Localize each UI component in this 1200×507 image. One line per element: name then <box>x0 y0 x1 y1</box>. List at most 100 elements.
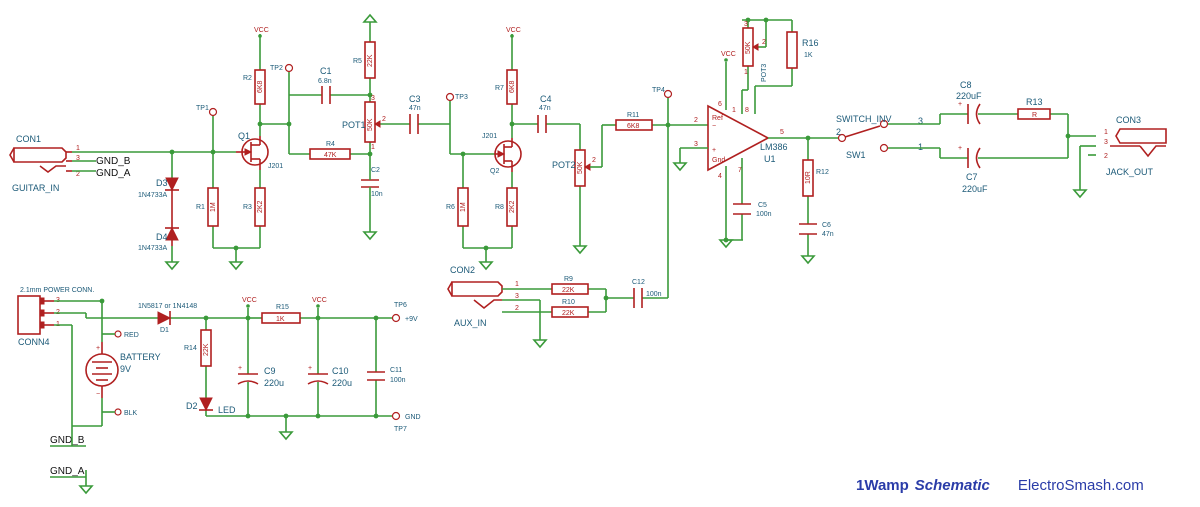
c1-value: 6.8n <box>318 78 332 85</box>
battery: + − BATTERY 9V RED BLK <box>85 330 161 417</box>
battery-blk: BLK <box>124 410 138 417</box>
r1-value: 1M <box>210 202 217 212</box>
ground-symbol <box>164 261 180 271</box>
tp4-label: TP4 <box>652 87 665 94</box>
c4-value: 47n <box>539 105 551 112</box>
potentiometer-pot3: 50K POT3 3 2 1 <box>742 21 768 82</box>
capacitor-c1: C1 6.8n <box>318 66 332 104</box>
conn4-connector: 2.1mm POWER CONN. CONN4 3 2 1 <box>17 287 94 347</box>
wires-q1 <box>259 34 370 248</box>
wires-stage2 <box>449 34 581 262</box>
svg-text:−: − <box>96 391 100 398</box>
c4-ref: C4 <box>540 94 552 104</box>
jfet-q1: Q1 J201 <box>236 131 283 170</box>
resistor-r1: 1M R1 <box>196 187 219 227</box>
d4-ref: D4 <box>156 232 168 242</box>
con3-ref: CON3 <box>1116 115 1141 125</box>
con1-name: GUITAR_IN <box>12 183 59 193</box>
u1-pin-2: 2 <box>694 117 698 124</box>
con3-pin-2: 2 <box>1104 153 1108 160</box>
ground-symbol <box>228 261 244 271</box>
r12-ref: R12 <box>816 169 829 176</box>
q1-ref: Q1 <box>238 131 250 141</box>
d2-value: LED <box>218 405 236 415</box>
svg-text:1: 1 <box>744 69 748 76</box>
r1-ref: R1 <box>196 204 205 211</box>
r13-ref: R13 <box>1026 97 1043 107</box>
resistor-r13: R R13 <box>1017 97 1051 120</box>
c6-ref: C6 <box>822 222 831 229</box>
ground-symbol <box>478 261 494 271</box>
svg-text:1: 1 <box>371 144 375 151</box>
tp1-label: TP1 <box>196 105 209 112</box>
resistor-r2: 6K8 R2 <box>243 69 266 105</box>
c10-ref: C10 <box>332 366 349 376</box>
c1-ref: C1 <box>320 66 332 76</box>
con2-pin-2: 2 <box>515 305 519 312</box>
resistor-r16: R16 1K <box>786 31 819 69</box>
r12-value: 10R <box>805 171 812 184</box>
resistor-r15: 1K R15 <box>261 304 301 324</box>
r13-value: R <box>1032 112 1037 119</box>
resistor-r5: 22K R5 <box>353 41 376 79</box>
c5-value: 100n <box>756 211 772 218</box>
battery-value: 9V <box>120 364 131 374</box>
capacitor-c6: C6 47n <box>799 222 834 238</box>
r3-ref: R3 <box>243 204 252 211</box>
wires-output <box>888 113 1096 190</box>
r10-ref: R10 <box>562 299 575 306</box>
pot1-ref: POT1 <box>342 120 366 130</box>
q2-value: J201 <box>482 133 497 140</box>
c11-ref: C11 <box>390 367 402 374</box>
capacitor-c5: C5 100n <box>733 202 772 218</box>
d3-value: 1N4733A <box>138 192 168 199</box>
con3-pin-1: 1 <box>1104 129 1108 136</box>
battery-red: RED <box>124 332 139 339</box>
net-label-gnd-b-2: GND_B <box>50 435 85 446</box>
led-d2: D2 LED <box>186 397 236 415</box>
c3-ref: C3 <box>409 94 421 104</box>
con2-name: AUX_IN <box>454 318 487 328</box>
svg-text:Gnd: Gnd <box>712 157 725 164</box>
ground-symbol <box>1072 189 1088 199</box>
r15-value: 1K <box>276 316 285 323</box>
capacitor-c12: C12 100n <box>632 279 662 308</box>
net-label-plus9v: +9V <box>405 316 418 323</box>
svg-text:−: − <box>712 123 716 130</box>
con1-pin-1: 1 <box>76 145 80 152</box>
diode-d1: 1N5817 or 1N4148 D1 <box>138 303 197 334</box>
ground-symbol <box>278 431 294 441</box>
conn4-name: 2.1mm POWER CONN. <box>20 287 94 294</box>
r14-value: 22K <box>203 343 210 356</box>
svg-text:2: 2 <box>762 39 766 46</box>
con3-pin-3: 3 <box>1104 139 1108 146</box>
u1-pin-3: 3 <box>694 141 698 148</box>
ground-symbol <box>362 231 378 241</box>
r8-ref: R8 <box>495 204 504 211</box>
r9-value: 22K <box>562 287 575 294</box>
resistor-r12: 10R R12 <box>802 159 829 197</box>
r7-value: 6K8 <box>509 80 516 93</box>
r16-ref: R16 <box>802 38 819 48</box>
r6-ref: R6 <box>446 204 455 211</box>
resistor-r7: 6K8 R7 <box>495 69 518 105</box>
pot1-value: 50K <box>367 118 374 131</box>
con1-connector: CON1 GUITAR_IN 1 3 2 <box>9 134 80 193</box>
wires-aux <box>502 288 668 340</box>
c12-ref: C12 <box>632 279 645 286</box>
c7-value: 220uF <box>962 184 988 194</box>
u1-pin-1: 1 <box>732 107 736 114</box>
r11-ref: R11 <box>627 112 639 119</box>
svg-text:+: + <box>238 365 242 372</box>
resistor-r14: 22K R14 <box>184 329 212 367</box>
ground-symbol <box>800 255 816 265</box>
test-point-tp6 <box>391 313 401 323</box>
d1-value: 1N5817 or 1N4148 <box>138 303 197 310</box>
switch-sw1: SWITCH_INV SW1 2 3 1 <box>836 114 923 160</box>
r14-ref: R14 <box>184 345 197 352</box>
footer-subtitle: Schematic <box>914 477 990 494</box>
tp7-label: TP7 <box>394 426 407 433</box>
sw1-name: SWITCH_INV <box>836 114 892 124</box>
pot3-ref: POT3 <box>761 64 768 82</box>
